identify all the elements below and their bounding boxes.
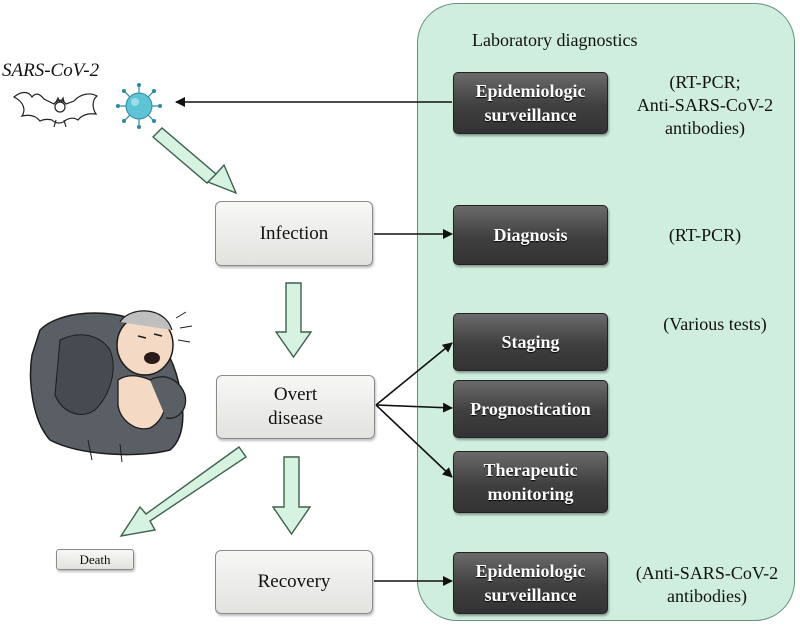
overt-disease-box: Overt disease [216,375,375,439]
block-arrow-disease-to-death [119,446,247,537]
coronavirus-icon [116,83,162,129]
coughing-man-illustration [29,310,193,463]
arrow-disease-to-staging [375,342,453,406]
therapeutic-line2: monitoring [487,484,574,504]
block-arrow-infection-to-disease [274,282,313,359]
prognostication-label: Prognostication [470,399,591,419]
arrow-disease-to-prognostication [375,402,453,413]
note-various-tests: (Various tests) [663,314,767,334]
therapeutic-monitoring-box: Therapeutic monitoring [453,451,608,513]
block-arrow-disease-to-recovery [271,456,312,536]
surveillance-bottom-line1: Epidemiologic [475,561,586,581]
diagnosis-box: Diagnosis [453,205,608,265]
staging-label: Staging [501,332,560,352]
note-antibodies: (Anti-SARS-CoV-2 antibodies) [622,562,792,608]
death-box: Death [56,549,134,570]
therapeutic-line1: Therapeutic [483,460,578,480]
arrow-disease-to-therapeutic [375,404,453,478]
infection-label: Infection [259,222,329,244]
note-top-line1: (RT-PCR; [669,72,741,92]
note-surveillance-tests: (RT-PCR; Anti-SARS-CoV-2 antibodies) [620,71,790,140]
surveillance-top-line2: surveillance [484,105,577,125]
overt-disease-label-line1: Overt [273,384,318,405]
recovery-label: Recovery [257,571,331,592]
death-label: Death [79,551,111,567]
note-diagnosis-test: (RT-PCR) [668,225,742,245]
prognostication-box: Prognostication [453,380,608,438]
staging-box: Staging [453,313,608,371]
bat-icon [12,91,99,128]
note-top-line3: antibodies) [665,118,745,138]
epidemiologic-surveillance-bottom-box: Epidemiologic surveillance [453,552,608,614]
infection-box: Infection [215,201,373,266]
note-bottom-line2: antibodies) [667,586,747,606]
note-bottom-line1: (Anti-SARS-CoV-2 [635,563,779,583]
surveillance-bottom-line2: surveillance [484,585,577,605]
panel-title: Laboratory diagnostics [472,30,638,50]
surveillance-top-line1: Epidemiologic [475,81,586,101]
note-top-line2: Anti-SARS-CoV-2 [636,95,774,115]
block-arrow-virus-to-infection [151,127,238,195]
recovery-box: Recovery [215,550,373,614]
diagnosis-label: Diagnosis [493,225,568,245]
overt-disease-label-line2: disease [268,408,323,429]
epidemiologic-surveillance-top-box: Epidemiologic surveillance [453,72,608,134]
virus-label: SARS-CoV-2 [2,60,100,81]
